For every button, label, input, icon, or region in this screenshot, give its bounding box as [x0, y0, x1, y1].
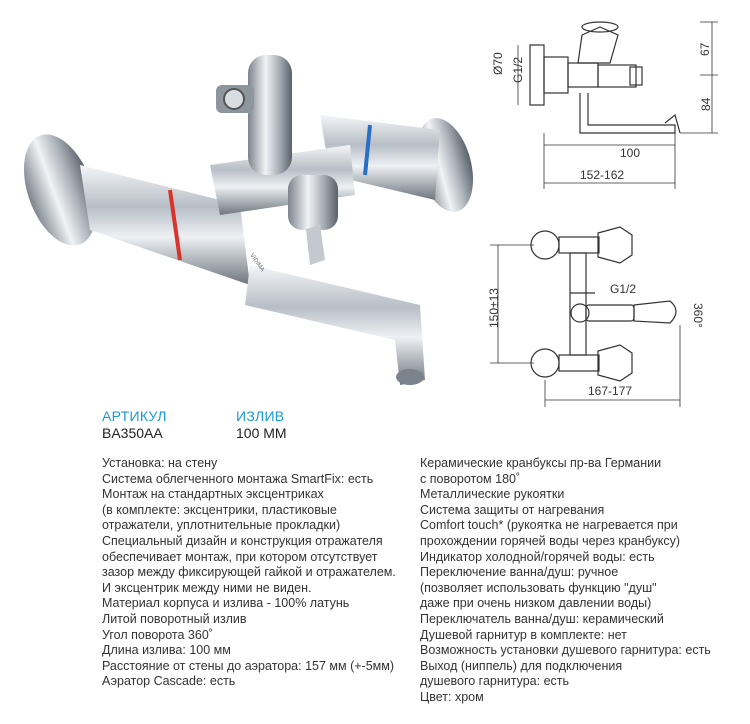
spec-line: Индикатор холодной/горячей воды: есть [420, 549, 655, 564]
spec-line: (в комплекте: эксцентрики, пластиковые [102, 502, 337, 517]
spec-line: зазор между фиксирующей гайкой и отражат… [102, 565, 396, 580]
spec-line: Аэратор Cascade: есть [102, 674, 236, 689]
spec-list-left: Установка: на стену Система облегченного… [102, 456, 396, 690]
dim-spout-length: 100 [620, 146, 640, 160]
product-photo: VIDIMA [23, 55, 474, 385]
spec-line: с поворотом 180˚ [420, 471, 521, 486]
spec-line: Материал корпуса и излива - 100% латунь [102, 596, 350, 611]
spec-line: Выход (ниппель) для подключения [420, 658, 623, 673]
spec-line: Керамические кранбуксы пр-ва Германии [420, 456, 662, 470]
dim-diameter: Ø70 [491, 52, 505, 75]
spec-line: душевого гарнитура: есть [420, 674, 570, 689]
spec-line: Система защиты от нагревания [420, 502, 605, 517]
spec-line: Литой поворотный излив [102, 611, 247, 626]
dim-width: 167-177 [588, 384, 632, 398]
spec-line: Душевой гарнитур в комплекте: нет [420, 627, 627, 642]
spec-line: Угол поворота 360˚ [102, 627, 213, 642]
technical-drawing-front: G1/2 360° 150±13 167-177 [487, 226, 705, 407]
spec-line: Comfort touch* (рукоятка не нагревается … [420, 518, 678, 533]
spec-line: Специальный дизайн и конструкция отражат… [102, 533, 383, 548]
dim-height-lower: 84 [699, 97, 713, 111]
technical-drawing-side: Ø70 G1/2 67 84 100 152-162 [491, 21, 718, 189]
spec-line: отражатели, уплотнительные прокладки) [102, 518, 341, 533]
dim-wall-distance: 152-162 [580, 168, 624, 182]
article-value: BA350AA [102, 425, 163, 441]
spec-line: Система облегченного монтажа SmartFix: е… [102, 471, 374, 486]
spec-line: (позволяет использовать функцию "душ" [420, 580, 657, 595]
spec-line: Переключение ванна/душ: ручное [420, 565, 619, 580]
spout-value: 100 ММ [236, 425, 287, 441]
spec-list-right: Керамические кранбуксы пр-ва Германии с … [420, 456, 711, 706]
spec-line: даже при очень низком давлении воды) [420, 596, 652, 611]
spec-line: И эксцентрик между ними не виден. [102, 580, 312, 595]
dim-thread-top: G1/2 [511, 57, 525, 83]
spec-line: Расстояние от стены до аэратора: 157 мм … [102, 658, 394, 673]
dim-thread-front: G1/2 [610, 282, 636, 296]
spout-label: ИЗЛИВ [236, 408, 285, 424]
spec-line: прохождении горячей воды через кранбуксу… [420, 533, 681, 548]
dim-rotation: 360° [691, 303, 705, 328]
spec-line: обеспечивает монтаж, при котором отсутст… [102, 549, 378, 564]
spec-line: Возможность установки душевого гарнитура… [420, 643, 711, 658]
spec-line: Монтаж на стандартных эксцентриках [102, 487, 324, 502]
dim-centers: 150±13 [487, 288, 501, 328]
spec-line: Установка: на стену [102, 456, 218, 470]
dim-height-upper: 67 [698, 42, 712, 56]
spec-line: Переключатель ванна/душ: керамический [420, 611, 664, 626]
spec-line: Металлические рукоятки [420, 487, 565, 502]
spec-line: Длина излива: 100 мм [102, 643, 231, 658]
article-label: АРТИКУЛ [102, 408, 167, 424]
spec-line: Цвет: хром [420, 689, 484, 704]
